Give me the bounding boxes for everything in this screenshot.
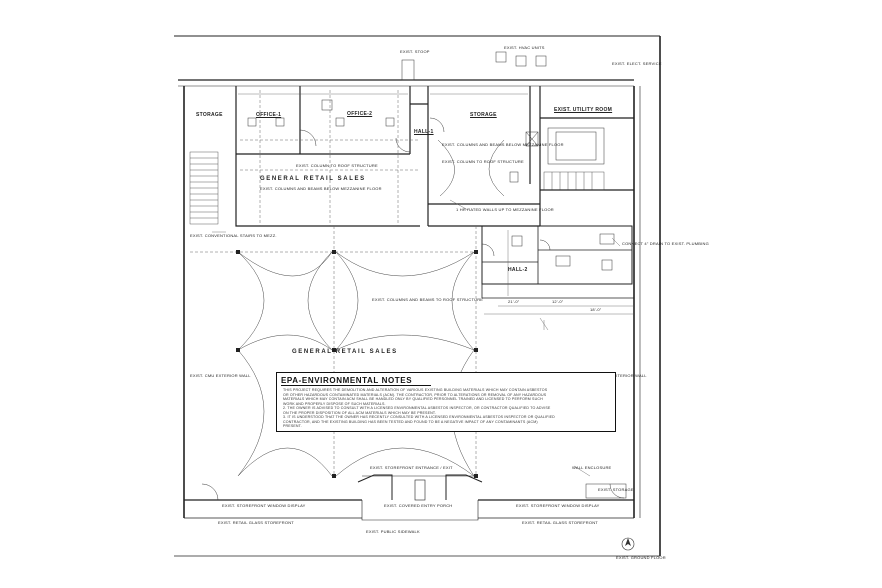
note-wall-enclosure: WALL ENCLOSURE bbox=[572, 465, 612, 470]
environmental-notes-box: EPA-ENVIRONMENTAL NOTES THIS PROJECT REQ… bbox=[276, 372, 616, 432]
room-label-office-1: OFFICE-1 bbox=[256, 112, 282, 118]
note-line: THIS PROJECT REQUIRES THE DEMOLITION AND… bbox=[283, 388, 548, 392]
column-markers bbox=[236, 250, 478, 478]
note-window-display-right: EXIST. STOREFRONT WINDOW DISPLAY bbox=[516, 503, 600, 508]
note-column-roof-left: EXIST. COLUMN TO ROOF STRUCTURE bbox=[296, 163, 378, 168]
dimension-label-2: 12'-0" bbox=[552, 299, 564, 304]
note-exist-elect: EXIST. ELECT. SERVICE bbox=[612, 61, 662, 66]
room-label-office-2: OFFICE-2 bbox=[347, 111, 373, 117]
note-columns-below-mezz-mid: EXIST. COLUMNS AND BEAMS BELOW MEZZANINE… bbox=[442, 142, 564, 147]
room-label-retail-upper: GENERAL RETAIL SALES bbox=[260, 176, 366, 182]
door-swings bbox=[201, 117, 625, 501]
note-line: OR OTHER HAZARDOUS CONTAMINATED MATERIAL… bbox=[283, 392, 547, 397]
note-glass-storefront-right: EXIST. RETAIL GLASS STOREFRONT bbox=[522, 520, 598, 525]
stairs-right bbox=[543, 171, 605, 191]
dimension-lines bbox=[238, 93, 634, 330]
note-line: CONTRACTOR, AND THE EXISTING BUILDING HA… bbox=[283, 419, 538, 424]
room-label-storage-left: STORAGE bbox=[196, 112, 223, 118]
note-stairs-to-mezz: EXIST. CONVENTIONAL STAIRS TO MEZZ. bbox=[190, 233, 277, 238]
room-label-utility: EXIST. UTILITY ROOM bbox=[554, 107, 613, 113]
interior-walls bbox=[235, 86, 634, 299]
leader-lines bbox=[212, 199, 621, 477]
fixtures bbox=[247, 51, 627, 499]
note-connect-drain: CONNECT 4" DRAIN TO EXIST. PLUMBING bbox=[622, 241, 709, 246]
note-line: ON THE PROPER DISPOSITION OF ALL ACM MAT… bbox=[283, 410, 436, 415]
note-line: 2. THE OWNER IS ADVISED TO CONSULT WITH … bbox=[283, 406, 551, 410]
note-line: WORK AND PROPERLY DISPOSE OF SUCH MATERI… bbox=[283, 401, 386, 406]
note-exist-hvac: EXIST. HVAC UNITS bbox=[504, 45, 545, 50]
room-label-storage-mid: STORAGE bbox=[470, 112, 497, 118]
room-label-retail-lower: GENERAL RETAIL SALES bbox=[292, 349, 398, 355]
note-window-display-left: EXIST. STOREFRONT WINDOW DISPLAY bbox=[222, 503, 306, 508]
note-storefront-entrance: EXIST. STOREFRONT ENTRANCE / EXIT bbox=[370, 465, 453, 470]
note-rated-walls: 1 HR RATED WALLS UP TO MEZZANINE FLOOR bbox=[456, 207, 554, 212]
note-column-roof-mid: EXIST. COLUMN TO ROOF STRUCTURE bbox=[442, 159, 524, 164]
sheet-id-label: EXIST. GROUND FLOOR bbox=[616, 555, 666, 560]
beam-arcs bbox=[237, 139, 505, 477]
dimension-label-3: 18'-0" bbox=[590, 307, 602, 312]
environmental-notes-title: EPA-ENVIRONMENTAL NOTES bbox=[281, 376, 413, 385]
note-columns-roof-center: EXIST. COLUMNS AND BEAMS TO ROOF STRUCTU… bbox=[372, 297, 484, 302]
note-columns-below-mezz-left: EXIST. COLUMNS AND BEAMS BELOW MEZZANINE… bbox=[260, 186, 382, 191]
dimension-label-1: 21'-0" bbox=[508, 299, 520, 304]
room-label-hall-2: HALL-2 bbox=[508, 267, 528, 273]
north-arrow-icon bbox=[621, 537, 635, 551]
notes-title-underline bbox=[281, 385, 431, 386]
note-glass-storefront-left: EXIST. RETAIL GLASS STOREFRONT bbox=[218, 520, 294, 525]
note-public-sidewalk: EXIST. PUBLIC SIDEWALK bbox=[366, 529, 420, 534]
note-line: PRESENT. bbox=[283, 424, 302, 428]
note-line: MATERIALS WHICH MAY CONTAIN ACM SHALL BE… bbox=[283, 397, 543, 401]
sheet-border bbox=[174, 35, 661, 557]
note-line: 3. IT IS UNDERSTOOD THAT THE OWNER HAS R… bbox=[283, 415, 555, 419]
note-cmu-wall-left: EXIST. CMU EXTERIOR WALL bbox=[190, 373, 251, 378]
note-exist-stoop: EXIST. STOOP bbox=[400, 49, 430, 54]
exterior-walls bbox=[178, 79, 641, 521]
note-exist-storage: EXIST. STORAGE bbox=[598, 487, 634, 492]
note-covered-porch: EXIST. COVERED ENTRY PORCH bbox=[384, 503, 453, 508]
note-cmu-wall-right: EXIST. CMU EXTERIOR WALL bbox=[586, 373, 647, 378]
room-label-hall-1: HALL-1 bbox=[414, 129, 434, 135]
stairs-left bbox=[189, 151, 219, 225]
